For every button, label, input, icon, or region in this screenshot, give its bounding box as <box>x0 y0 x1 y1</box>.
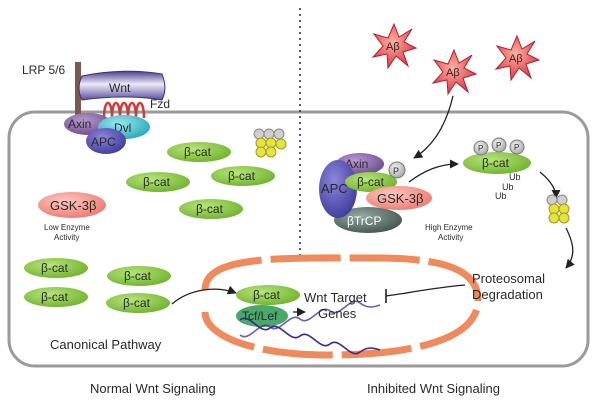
phospho-beta-cat-label: β-cat <box>482 156 510 170</box>
fzd-receptor <box>102 101 146 119</box>
phospho-p-label: P <box>478 144 483 153</box>
destruction-complex: Axin βTrCP APC β-cat P GSK-3β <box>319 153 432 233</box>
phospho-p-label: P <box>496 141 501 150</box>
tcf-protein <box>236 305 288 327</box>
beta-cat-label: β-cat <box>184 145 212 159</box>
beta-cat-group-lower: β-cat β-cat β-cat β-cat <box>24 258 171 313</box>
beta-cat-label: β-cat <box>123 296 151 310</box>
degradation-label: Proteosomal <box>472 271 545 286</box>
beta-cat-label: β-cat <box>124 269 152 283</box>
complex-axin-label: Axin <box>345 157 368 171</box>
abeta-icon: Aβ <box>371 22 418 70</box>
beta-cat-label: β-cat <box>228 169 256 183</box>
phospho-p-label: P <box>514 143 519 152</box>
beta-cat-label: β-cat <box>41 261 69 275</box>
proteasome-icon <box>253 128 287 158</box>
complex-btrcp-label: βTrCP <box>347 214 381 228</box>
fzd-label: Fzd <box>150 97 170 111</box>
ub-label: Ub <box>502 182 514 192</box>
beta-cat-group-upper: β-cat β-cat β-cat β-cat <box>126 142 275 219</box>
abeta-arrow <box>413 95 454 159</box>
abeta-label: Aβ <box>386 41 400 53</box>
complex-apc-label: APC <box>321 181 348 196</box>
gsk-activity-left: Low Enzyme <box>44 223 90 232</box>
complex-gsk-label: GSK-3β <box>377 191 424 206</box>
complex-p-label: P <box>393 166 399 176</box>
nucleus-envelope <box>201 254 482 359</box>
degradation-label: Degradation <box>472 287 543 302</box>
gsk-label-left: GSK-3β <box>50 198 97 213</box>
abeta-label: Aβ <box>509 53 523 65</box>
apc-label: APC <box>91 135 116 149</box>
nuclear-beta-cat-label: β-cat <box>253 288 281 302</box>
phosphorylation-arrow <box>408 159 459 183</box>
wnt-target-label: Wnt Target <box>304 290 367 305</box>
phospho-beta-cat: β-cat P P P Ub Ub Ub <box>463 137 531 201</box>
axin-label: Axin <box>68 117 91 131</box>
beta-cat-label: β-cat <box>41 290 69 304</box>
apc-protein <box>86 128 126 154</box>
beta-cat-label: β-cat <box>143 175 171 189</box>
nuclear-beta-cat <box>236 285 300 305</box>
ubiquitin-arrow <box>539 171 561 199</box>
abeta-icon: Aβ <box>431 48 478 96</box>
gsk-activity-right: High Enzyme <box>425 223 473 232</box>
canonical-pathway-label: Canonical Pathway <box>50 337 162 352</box>
proteasome-icon <box>546 194 570 224</box>
caption-right: Inhibited Wnt Signaling <box>367 381 500 396</box>
gsk-protein-left <box>38 192 106 218</box>
wnt-ligand <box>78 70 166 101</box>
degradation-arrow <box>565 227 575 269</box>
dna-helix <box>239 300 381 355</box>
abeta-icon: Aβ <box>494 34 541 82</box>
wnt-label: Wnt <box>109 81 131 95</box>
abeta-label: Aβ <box>446 67 460 79</box>
ub-label: Ub <box>495 191 507 201</box>
beta-cat-label: β-cat <box>196 202 224 216</box>
gsk-activity-left: Activity <box>54 233 79 242</box>
translocation-arrow <box>171 285 237 305</box>
caption-left: Normal Wnt Signaling <box>90 381 216 396</box>
inhibition-line <box>385 284 466 297</box>
lrp-receptor <box>75 62 81 124</box>
gsk-activity-right: Activity <box>438 233 463 242</box>
ub-label: Ub <box>509 172 521 182</box>
complex-beta-cat-label: β-cat <box>357 175 385 189</box>
wnt-target-label: Genes <box>318 306 357 321</box>
lrp-label: LRP 5/6 <box>22 63 65 77</box>
tcf-label: Tcf/Lef <box>242 309 278 323</box>
